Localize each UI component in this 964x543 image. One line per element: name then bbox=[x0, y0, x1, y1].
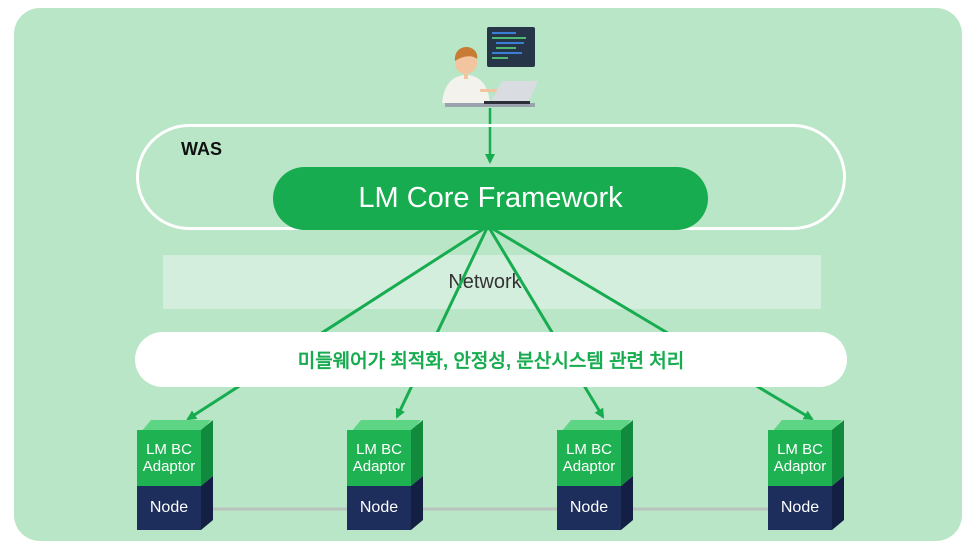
node-label: Node bbox=[359, 499, 399, 516]
adaptor-box: LM BC Adaptor bbox=[347, 430, 411, 486]
node-side-face bbox=[621, 476, 633, 530]
node-label: Node bbox=[149, 499, 189, 516]
node-label: Node bbox=[780, 499, 820, 516]
adaptor-box: LM BC Adaptor bbox=[768, 430, 832, 486]
node-stack: LM BC Adaptor Node bbox=[347, 420, 427, 530]
node-box: Node bbox=[347, 486, 411, 530]
node-box: Node bbox=[768, 486, 832, 530]
adaptor-side-face bbox=[832, 420, 844, 486]
adaptor-box: LM BC Adaptor bbox=[137, 430, 201, 486]
middleware-label: 미들웨어가 최적화, 안정성, 분산시스템 관련 처리 bbox=[297, 351, 685, 372]
node-side-face bbox=[201, 476, 213, 530]
adaptor-label-line1: LM BC bbox=[566, 441, 612, 458]
middleware-box: 미들웨어가 최적화, 안정성, 분산시스템 관련 처리 bbox=[135, 332, 847, 387]
adaptor-label-line2: Adaptor bbox=[142, 458, 196, 475]
node-stack: LM BC Adaptor Node bbox=[137, 420, 217, 530]
core-framework-box: LM Core Framework bbox=[273, 167, 708, 230]
adaptor-label-line1: LM BC bbox=[356, 441, 402, 458]
monitor-code-icon bbox=[487, 27, 535, 67]
adaptor-side-face bbox=[201, 420, 213, 486]
node-stack: LM BC Adaptor Node bbox=[768, 420, 848, 530]
adaptor-box: LM BC Adaptor bbox=[557, 430, 621, 486]
node-label: Node bbox=[569, 499, 609, 516]
core-framework-label: LM Core Framework bbox=[358, 182, 623, 214]
node-side-face bbox=[832, 476, 844, 530]
adaptor-label-line1: LM BC bbox=[777, 441, 823, 458]
adaptor-label-line2: Adaptor bbox=[352, 458, 406, 475]
adaptor-side-face bbox=[621, 420, 633, 486]
adaptor-label-line1: LM BC bbox=[146, 441, 192, 458]
node-box: Node bbox=[137, 486, 201, 530]
node-box: Node bbox=[557, 486, 621, 530]
adaptor-top-face bbox=[351, 420, 421, 432]
adaptor-label-line2: Adaptor bbox=[562, 458, 616, 475]
adaptor-top-face bbox=[772, 420, 842, 432]
node-side-face bbox=[411, 476, 423, 530]
adaptor-top-face bbox=[141, 420, 211, 432]
network-label: Network bbox=[448, 271, 522, 293]
was-label: WAS bbox=[181, 139, 223, 159]
adaptor-side-face bbox=[411, 420, 423, 486]
developer-at-laptop-icon bbox=[440, 25, 540, 107]
node-stack: LM BC Adaptor Node bbox=[557, 420, 637, 530]
adaptor-label-line2: Adaptor bbox=[773, 458, 827, 475]
adaptor-top-face bbox=[561, 420, 631, 432]
